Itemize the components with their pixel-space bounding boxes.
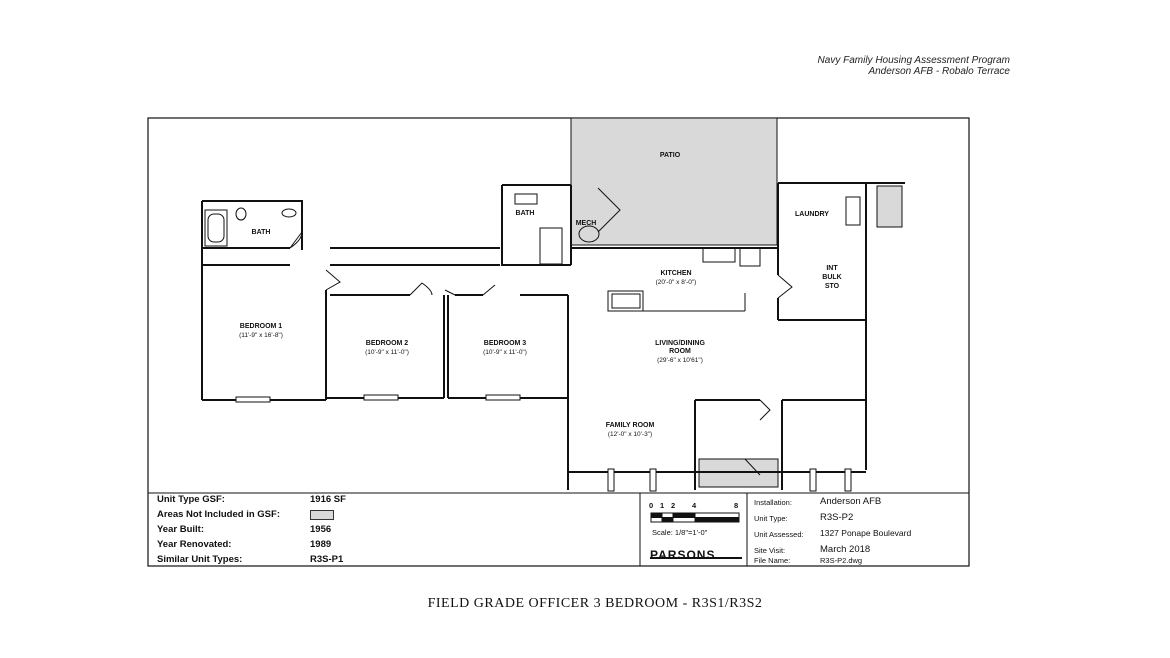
windows — [235, 394, 852, 492]
value-unit-assessed: 1327 Ponape Boulevard — [820, 528, 912, 538]
value-similar-unit-types: R3S-P1 — [310, 554, 344, 565]
scale-bar — [650, 512, 740, 523]
scale-text: Scale: 1/8"=1'-0" — [652, 528, 708, 537]
room-label-bath-left: BATH — [252, 229, 271, 236]
room-label-living-2: ROOM — [669, 348, 691, 355]
room-label-bedroom-3: BEDROOM 3 — [484, 340, 527, 347]
patio-area — [570, 117, 778, 246]
label-unit-type-gsf: Unit Type GSF: — [157, 494, 225, 505]
value-year-renovated: 1989 — [310, 539, 332, 550]
value-unit-type-gsf: 1916 SF — [310, 494, 346, 505]
scale-tick-8: 8 — [734, 501, 739, 510]
parsons-logo-bar — [650, 557, 742, 559]
room-dim-bedroom-1: (11'-9" x 16'-8") — [239, 332, 283, 339]
doors — [289, 187, 793, 476]
room-label-laundry: LAUNDRY — [795, 211, 829, 218]
label-similar-unit-types: Similar Unit Types: — [157, 554, 243, 565]
label-site-visit: Site Visit: — [754, 546, 786, 555]
room-dim-family: (12'-0" x 10'-3") — [608, 431, 652, 438]
room-label-bath-center: BATH — [516, 210, 535, 217]
header-program: Navy Family Housing Assessment Program — [817, 55, 1010, 66]
room-label-bedroom-1: BEDROOM 1 — [240, 323, 283, 330]
value-year-built: 1956 — [310, 524, 332, 535]
room-label-kitchen: KITCHEN — [660, 270, 691, 277]
value-file-name: R3S-P2.dwg — [820, 556, 863, 565]
scale-tick-2: 2 — [671, 501, 676, 510]
room-label-patio: PATIO — [660, 152, 681, 159]
laundry-storage-area — [876, 185, 903, 228]
excluded-area-swatch — [310, 510, 334, 520]
room-label-living-1: LIVING/DINING — [655, 340, 705, 347]
fixtures — [204, 193, 861, 312]
room-label-int: INT — [826, 265, 838, 272]
label-file-name: File Name: — [754, 556, 791, 565]
label-unit-assessed: Unit Assessed: — [754, 530, 804, 539]
room-label-bulk: BULK — [822, 274, 841, 281]
drawing-frame — [147, 117, 970, 567]
label-year-built: Year Built: — [157, 524, 204, 535]
scale-tick-1: 1 — [660, 501, 665, 510]
room-dim-bedroom-2: (10'-9" x 11'-0") — [365, 349, 409, 356]
room-label-sto: STO — [825, 283, 840, 290]
room-label-bedroom-2: BEDROOM 2 — [366, 340, 409, 347]
value-installation: Anderson AFB — [820, 496, 882, 507]
parsons-logo: PARSONS — [650, 548, 716, 562]
value-unit-type: R3S-P2 — [820, 512, 854, 523]
scale-tick-0: 0 — [649, 501, 654, 510]
room-dim-bedroom-3: (10'-9" x 11'-0") — [483, 349, 527, 356]
label-areas-not-included: Areas Not Included in GSF: — [157, 509, 280, 520]
walls — [201, 182, 905, 490]
label-year-renovated: Year Renovated: — [157, 539, 232, 550]
drawing-title: FIELD GRADE OFFICER 3 BEDROOM - R3S1/R3S… — [427, 596, 763, 611]
header-site: Anderson AFB - Robalo Terrace — [868, 66, 1010, 77]
label-installation: Installation: — [754, 498, 792, 507]
room-dim-kitchen: (20'-0" x 8'-0") — [656, 279, 697, 286]
label-unit-type: Unit Type: — [754, 514, 788, 523]
room-label-family: FAMILY ROOM — [606, 422, 655, 429]
value-site-visit: March 2018 — [820, 544, 871, 555]
room-label-mech: MECH — [576, 220, 597, 227]
room-dim-living: (29'-6" x 10'61") — [657, 357, 703, 364]
scale-tick-4: 4 — [692, 501, 697, 510]
